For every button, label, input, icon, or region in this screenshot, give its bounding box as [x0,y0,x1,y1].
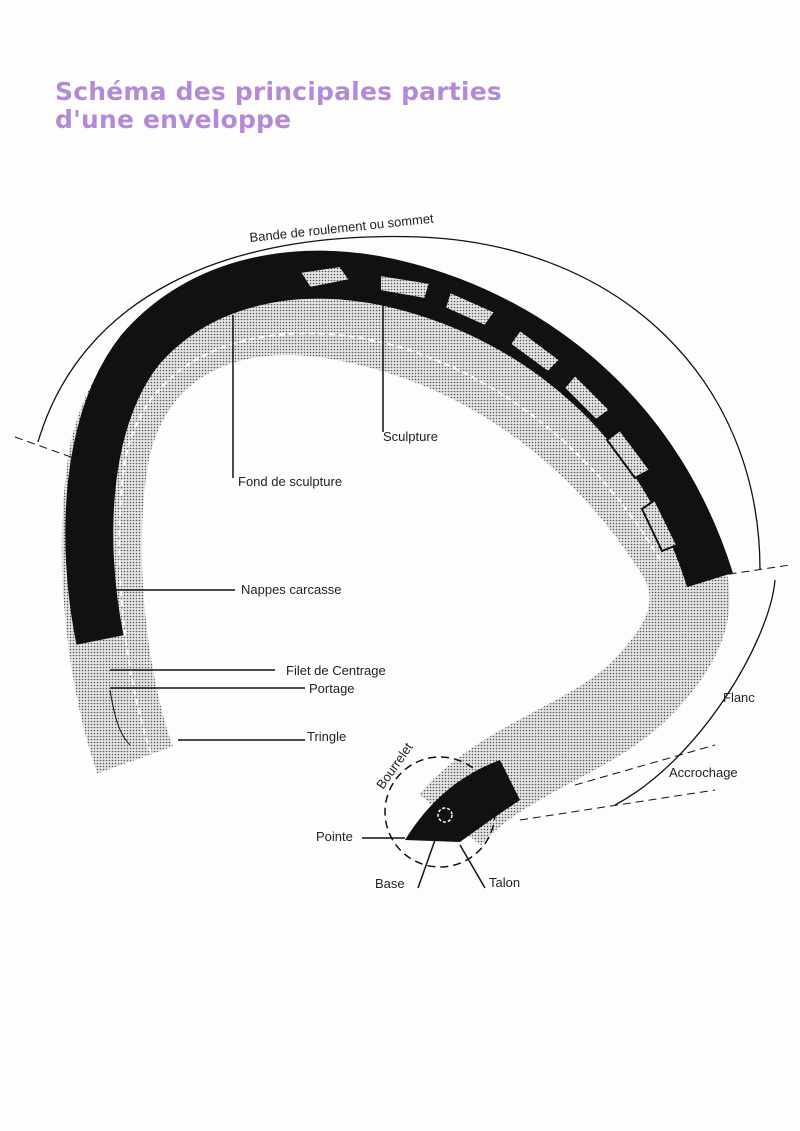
carcass-plies [118,332,661,791]
label-tringle: Tringle [307,729,346,744]
label-pointe: Pointe [316,829,353,844]
label-bande: Bande de roulement ou sommet [249,211,435,245]
title-line-2: d'une enveloppe [55,105,292,134]
label-fond: Fond de sculpture [238,474,342,489]
bande-arc [37,235,761,571]
bead-right [405,760,520,842]
label-flanc: Flanc [723,690,755,705]
label-sculpture: Sculpture [383,429,438,444]
label-filet: Filet de Centrage [286,663,386,678]
flanc-arc [614,579,776,806]
label-portage: Portage [309,681,355,696]
title-line-1: Schéma des principales parties [55,77,502,106]
bourrelet-circle [384,756,496,868]
label-talon: Talon [489,875,520,890]
tringle-right [437,807,453,823]
label-nappes: Nappes carcasse [241,582,341,597]
tire-tread [65,250,733,645]
page-title: Schéma des principales parties d'une env… [55,78,502,134]
leader-lines [110,300,486,889]
tread-sculpture [298,264,679,553]
label-base: Base [375,876,405,891]
label-accrochage: Accrochage [669,765,738,780]
